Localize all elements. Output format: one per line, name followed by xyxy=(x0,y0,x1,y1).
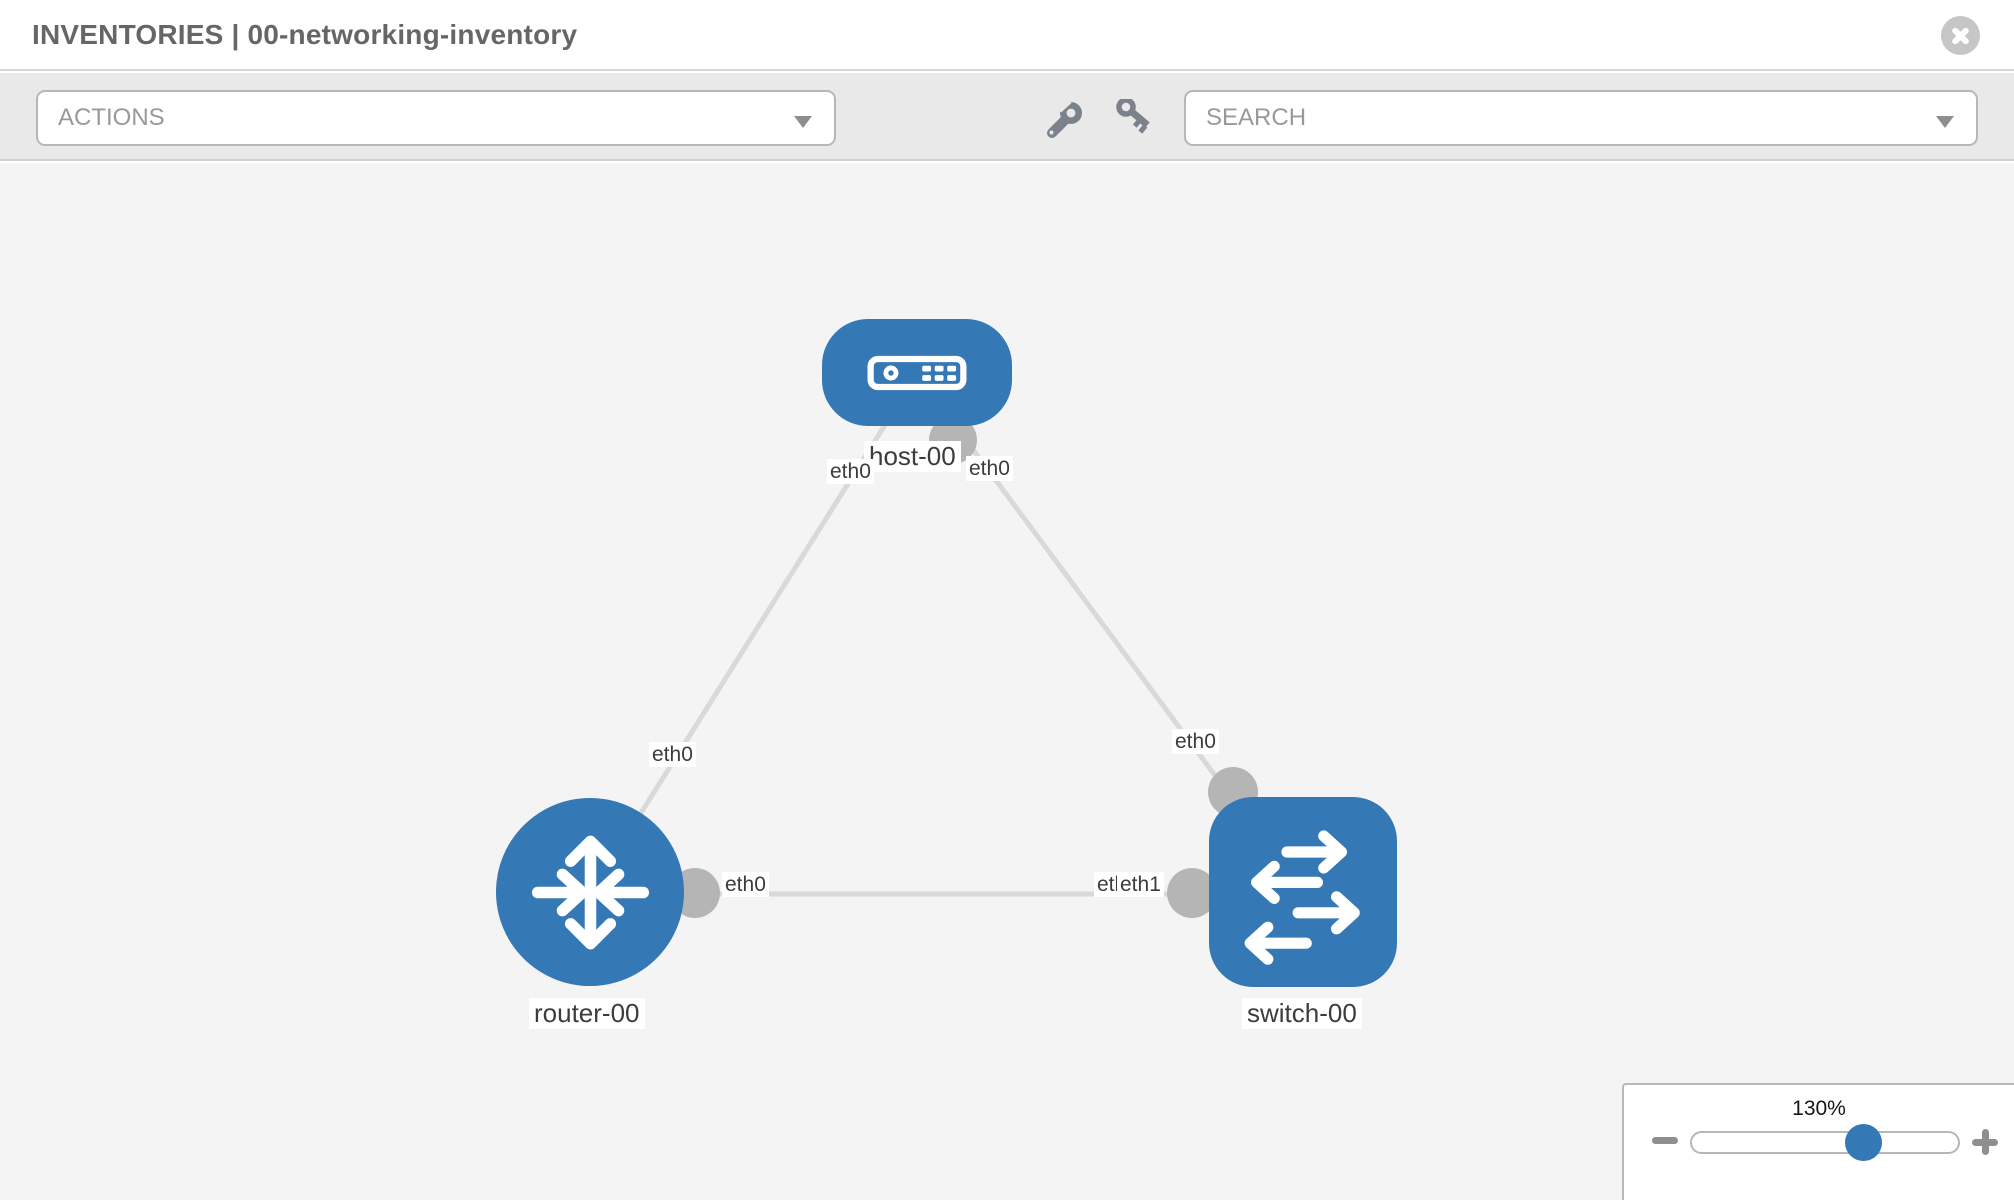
zoom-slider-thumb[interactable] xyxy=(1845,1124,1882,1161)
toolbar: ACTIONS xyxy=(0,73,2014,161)
node-label-host: host-00 xyxy=(864,441,961,472)
router-icon xyxy=(531,835,649,949)
iface-dot-switch-left xyxy=(1167,868,1217,918)
node-label-switch: switch-00 xyxy=(1242,998,1362,1029)
wrench-icon[interactable] xyxy=(1042,99,1086,143)
caret-down-icon xyxy=(1936,116,1954,128)
header: INVENTORIES | 00-networking-inventory xyxy=(0,0,2014,71)
node-label-router: router-00 xyxy=(529,998,645,1029)
search-box xyxy=(1184,90,1978,146)
iface-label-switch-left-front: eth1 xyxy=(1117,872,1164,897)
iface-label-switch-top: eth0 xyxy=(1172,729,1219,754)
close-icon[interactable] xyxy=(1941,16,1980,55)
iface-label-host-right: eth0 xyxy=(966,456,1013,481)
zoom-in-plus-icon[interactable] xyxy=(1972,1129,1998,1155)
switch-icon xyxy=(1244,830,1360,965)
zoom-control-panel: 130% xyxy=(1622,1083,2014,1200)
key-icon[interactable] xyxy=(1112,99,1156,143)
actions-dropdown[interactable]: ACTIONS xyxy=(36,90,836,146)
caret-down-icon xyxy=(794,116,812,128)
zoom-level-value: 130% xyxy=(1792,1097,1846,1120)
node-router[interactable] xyxy=(496,798,684,986)
topology-canvas[interactable]: host-00 eth0 eth0 eth0 eth0 eth0 eth0 et… xyxy=(0,163,2014,1200)
plus-icon-bar xyxy=(1982,1129,1989,1155)
iface-label-router-right: eth0 xyxy=(722,872,769,897)
topology-edges xyxy=(587,372,1306,918)
page-title: INVENTORIES | 00-networking-inventory xyxy=(32,18,578,50)
zoom-out-minus-icon[interactable] xyxy=(1652,1137,1678,1144)
iface-label-router-top: eth0 xyxy=(649,742,696,767)
node-switch[interactable] xyxy=(1209,797,1397,987)
node-host[interactable] xyxy=(822,319,1012,426)
host-icon xyxy=(867,355,967,390)
search-input[interactable] xyxy=(1206,104,1896,132)
zoom-slider-track[interactable] xyxy=(1690,1131,1960,1154)
iface-label-host-left: eth0 xyxy=(827,459,874,484)
actions-dropdown-label: ACTIONS xyxy=(58,104,165,131)
